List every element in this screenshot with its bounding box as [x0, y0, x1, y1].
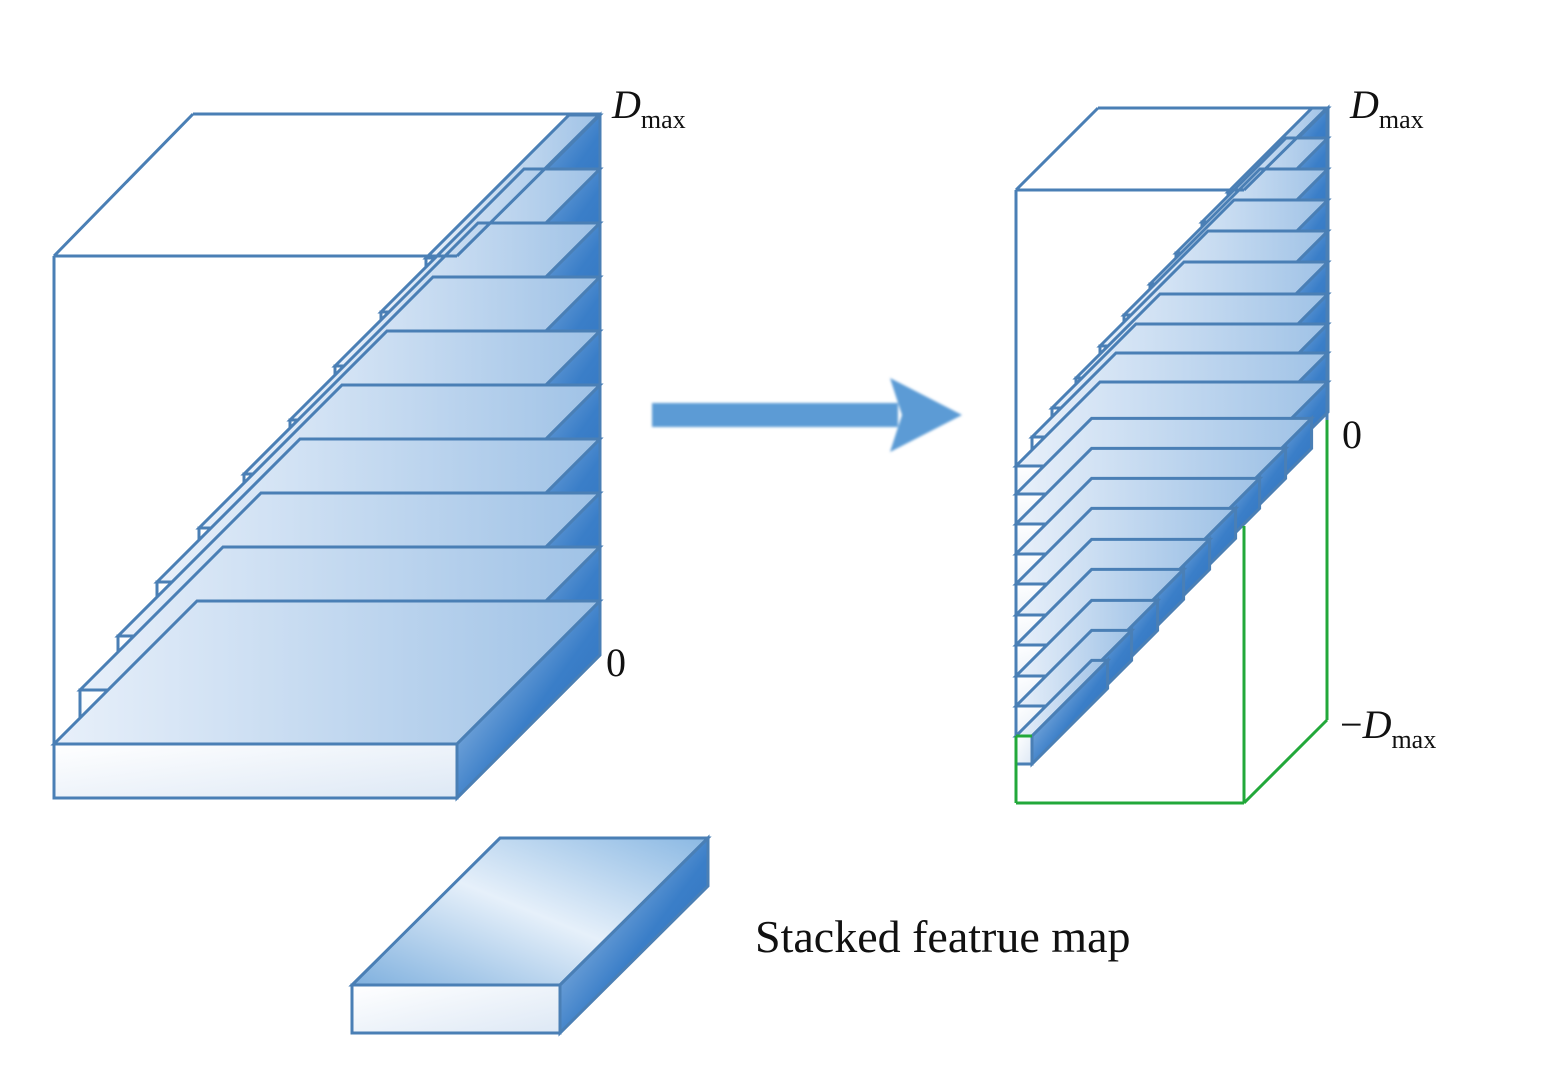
- right-dmax-label: Dmax: [1349, 82, 1424, 134]
- frame-bottom-right-diag: [455, 653, 602, 800]
- frame-top-left-diag: [52, 112, 195, 258]
- left-dmax-label: Dmax: [611, 82, 686, 134]
- left-feature-slices: [50, 111, 604, 802]
- legend-slab-icon: [348, 834, 712, 1037]
- right-lower-slice-0: [1012, 656, 1112, 768]
- right-volume-frame: [1014, 106, 1329, 466]
- neg-bottom-right-diag: [1242, 718, 1329, 805]
- left-volume-frame: [52, 112, 602, 800]
- frame-top-right-diag: [455, 112, 602, 258]
- right-negative-dmax-label: −Dmax: [1340, 702, 1436, 754]
- right-cost-volume: [1012, 104, 1332, 805]
- left-cost-volume: [50, 111, 604, 802]
- right-lower-slice-0-front: [1014, 734, 1034, 766]
- legend-label: Stacked featrue map: [755, 911, 1130, 962]
- left-zero-label: 0: [606, 640, 626, 685]
- right-zero-label: 0: [1342, 412, 1362, 457]
- right-feature-slices: [1012, 104, 1332, 768]
- left-slice-0-front: [52, 742, 459, 800]
- rframe-top-left-diag: [1014, 106, 1100, 192]
- negative-disparity-box: [1014, 420, 1329, 805]
- left-slice-0: [50, 597, 604, 802]
- rframe-top-right-diag: [1242, 106, 1329, 192]
- transform-arrow: [652, 378, 962, 452]
